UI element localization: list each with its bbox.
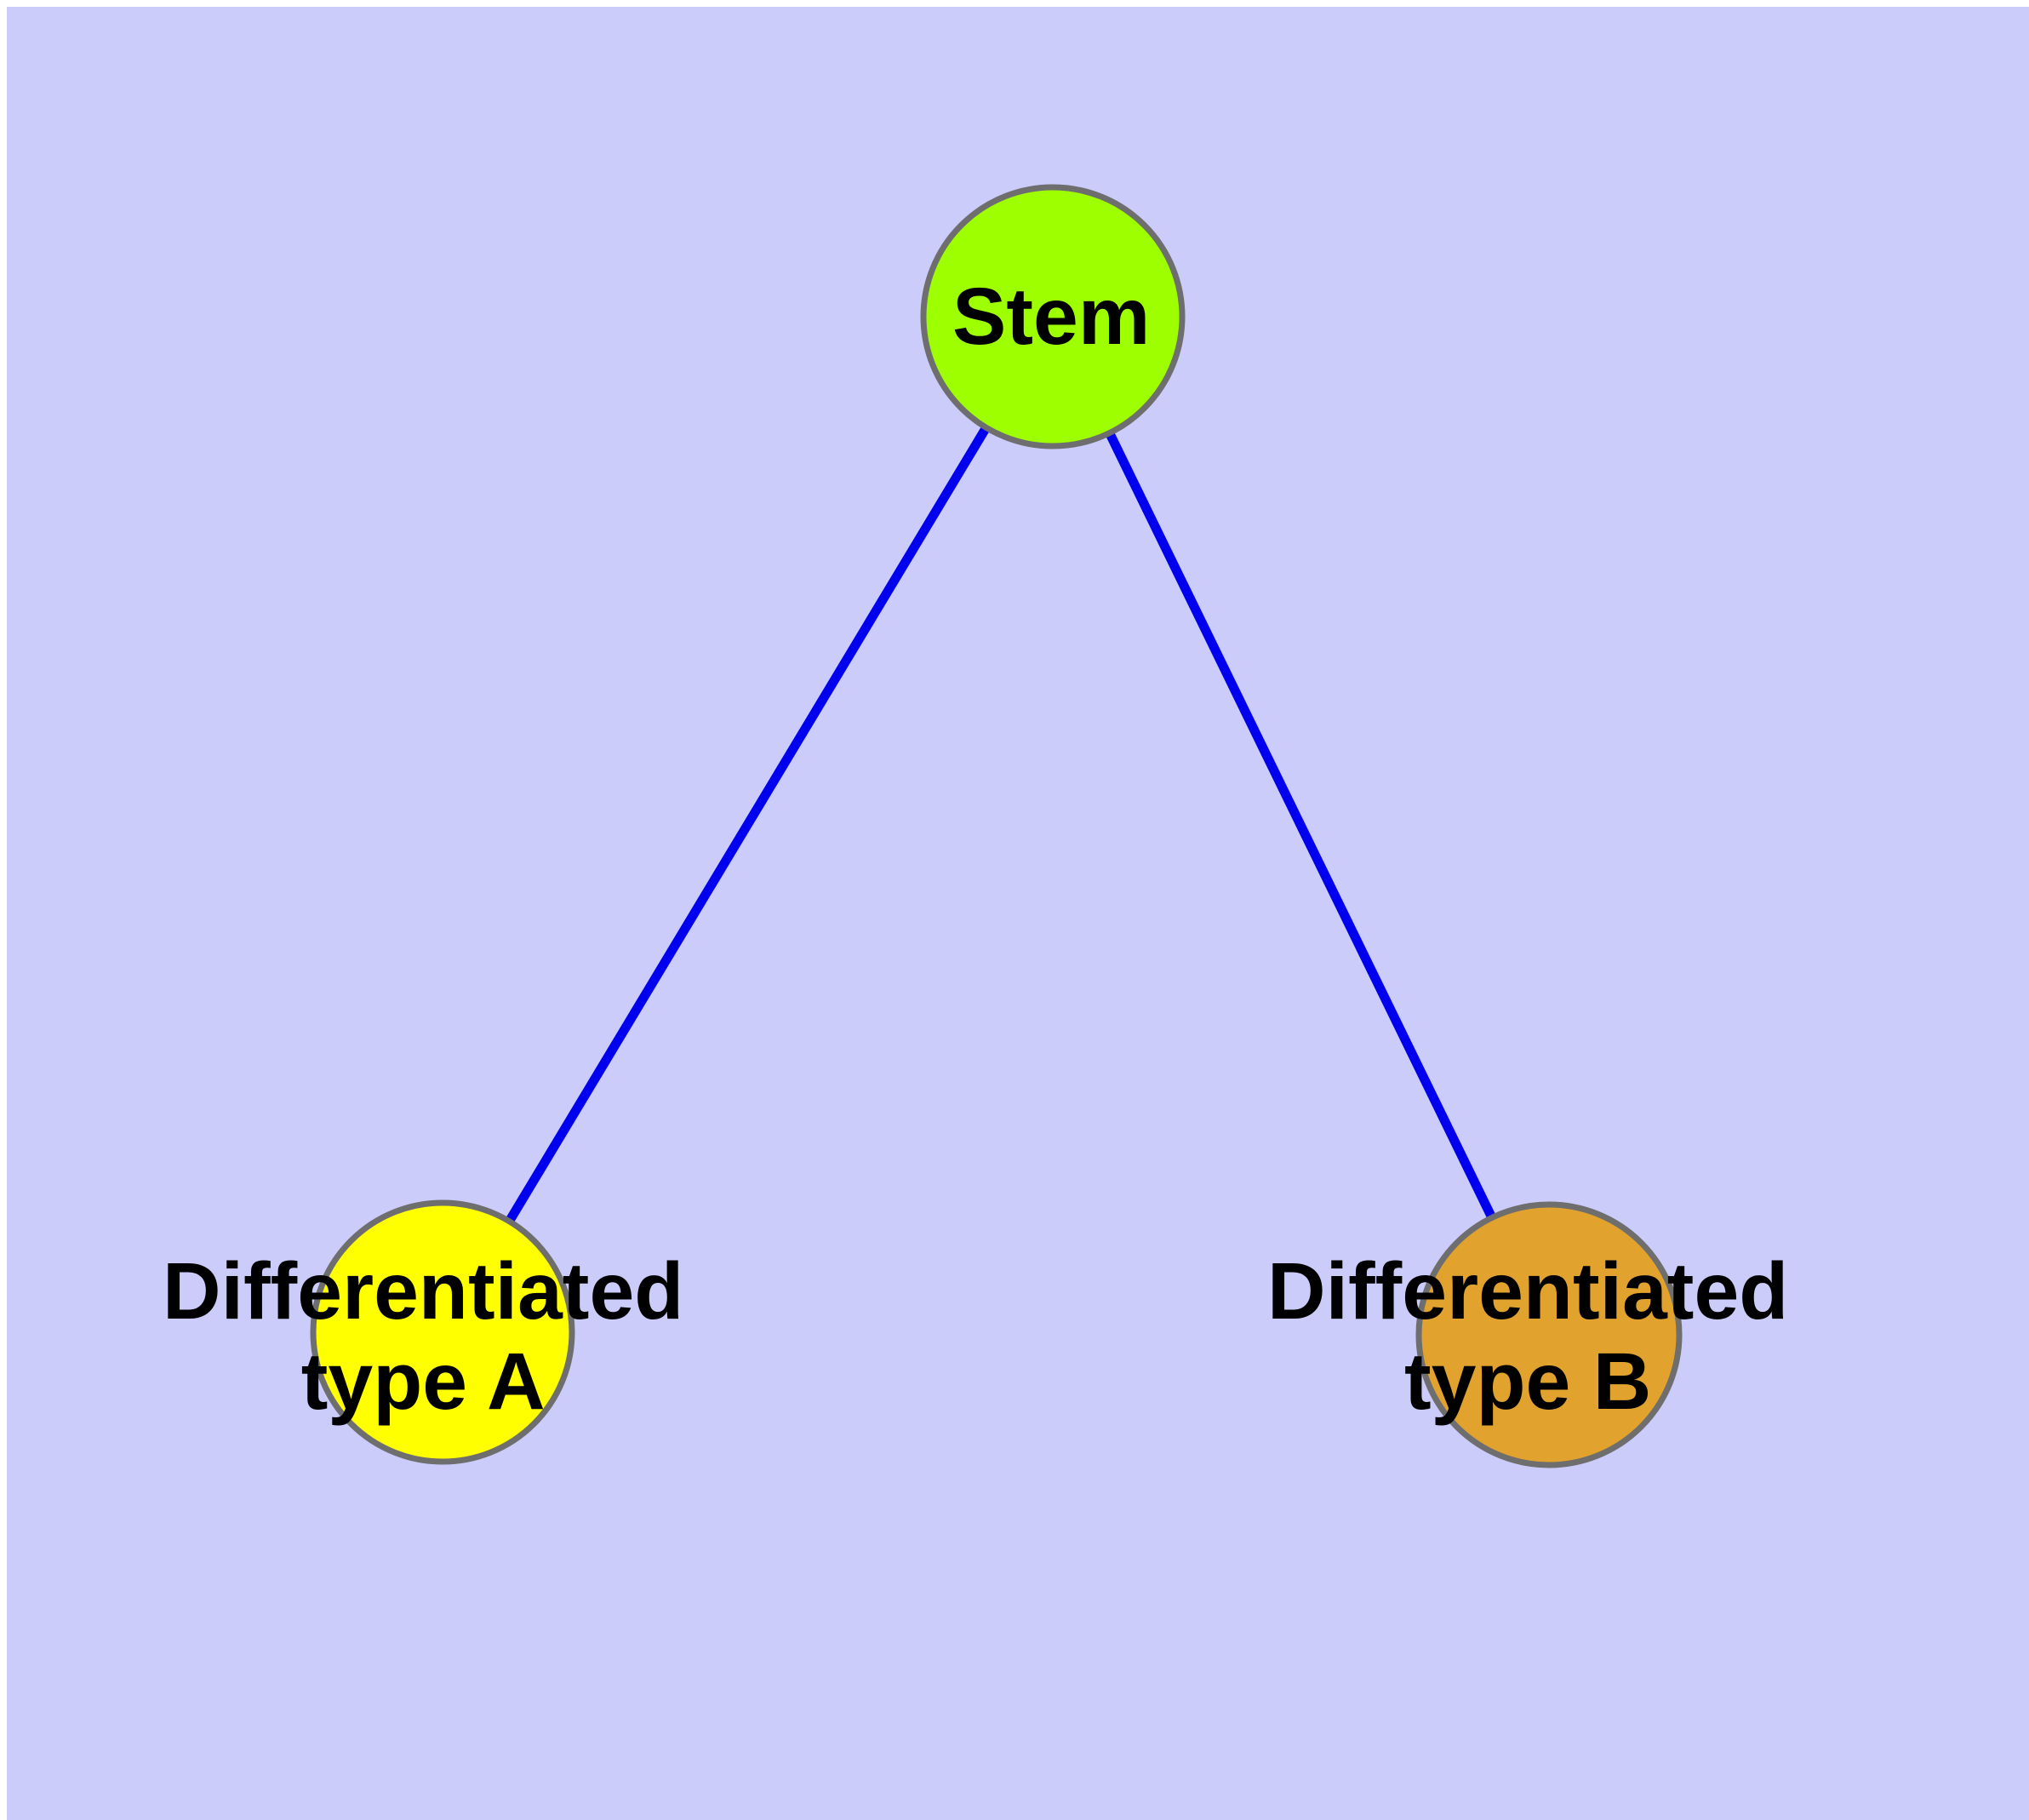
graph-edge xyxy=(1049,314,1553,1337)
graph-node-stem[interactable] xyxy=(920,184,1186,449)
edge-layer xyxy=(438,314,1553,1337)
node-layer xyxy=(310,184,1683,1468)
graph-edge xyxy=(438,314,1057,1335)
graph-node-diff_a[interactable] xyxy=(310,1199,575,1465)
graph-node-diff_b[interactable] xyxy=(1415,1201,1683,1468)
